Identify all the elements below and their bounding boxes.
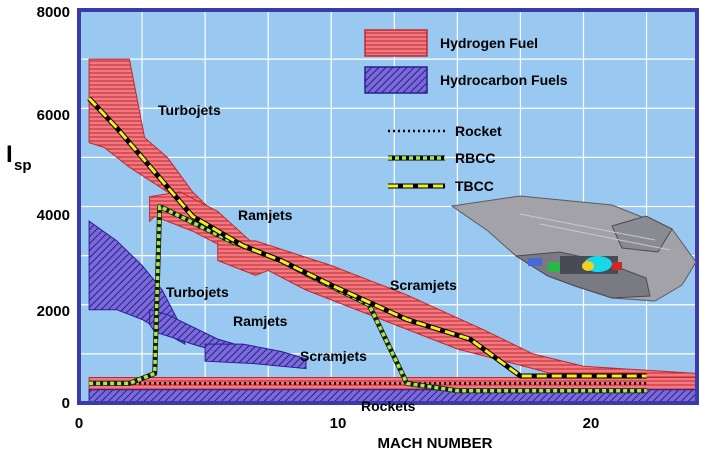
region-label-scramjets-h2: Scramjets	[390, 277, 457, 293]
y-tick-label: 8000	[37, 4, 70, 21]
x-tick-label: 20	[583, 415, 600, 432]
y-tick-label: 2000	[37, 303, 70, 320]
vehicle-wing-line	[519, 213, 656, 241]
x-tick-label: 0	[75, 415, 83, 432]
plot-frame	[77, 8, 699, 405]
legend-swatch-hydrocarbon	[364, 66, 428, 94]
vehicle-component-blue	[528, 258, 542, 266]
legend-swatch-hydrogen	[364, 29, 428, 57]
region-label-turbojets-hc: Turbojets	[166, 284, 229, 300]
region-label-ramjets-h2: Ramjets	[238, 207, 293, 223]
region-scramjets-hc	[204, 343, 307, 370]
y-tick-label: 6000	[37, 107, 70, 124]
x-tick-labels: 0 10 20	[75, 415, 600, 432]
legend-label-tbcc: TBCC	[455, 178, 494, 194]
y-tick-label: 4000	[37, 207, 70, 224]
region-label-ramjets-hc: Ramjets	[233, 313, 288, 329]
legend-label-rbcc: RBCC	[455, 150, 495, 166]
legend: Hydrogen Fuel Hydrocarbon Fuels Rocket R…	[364, 29, 568, 194]
vehicle-wing-line	[539, 223, 671, 251]
y-tick-label: 0	[62, 395, 70, 412]
y-axis-title-sub: sp	[14, 157, 32, 174]
y-tick-labels: 0 2000 4000 6000 8000	[37, 4, 70, 412]
region-label-turbojets-h2: Turbojets	[158, 102, 221, 118]
legend-label-rocket: Rocket	[455, 123, 502, 139]
x-tick-label: 10	[330, 415, 347, 432]
x-axis-title: MACH NUMBER	[378, 435, 493, 452]
vehicle-core	[582, 261, 594, 271]
vehicle-component-green	[548, 262, 560, 272]
series-lines	[87, 96, 647, 394]
legend-label-hydrocarbon: Hydrocarbon Fuels	[440, 72, 568, 88]
hypersonic-vehicle-illustration	[450, 195, 697, 302]
legend-label-hydrogen: Hydrogen Fuel	[440, 35, 538, 51]
region-label-scramjets-hc: Scramjets	[300, 348, 367, 364]
series-line-tbcc	[88, 97, 647, 378]
vehicle-tail-fin	[611, 215, 673, 253]
vehicle-component-red	[612, 262, 622, 270]
region-labels: Turbojets Ramjets Scramjets Turbojets Ra…	[158, 102, 457, 414]
y-axis-title: I sp	[6, 141, 32, 174]
region-label-rockets: Rockets	[361, 398, 416, 414]
y-axis-title-main: I	[6, 141, 13, 168]
